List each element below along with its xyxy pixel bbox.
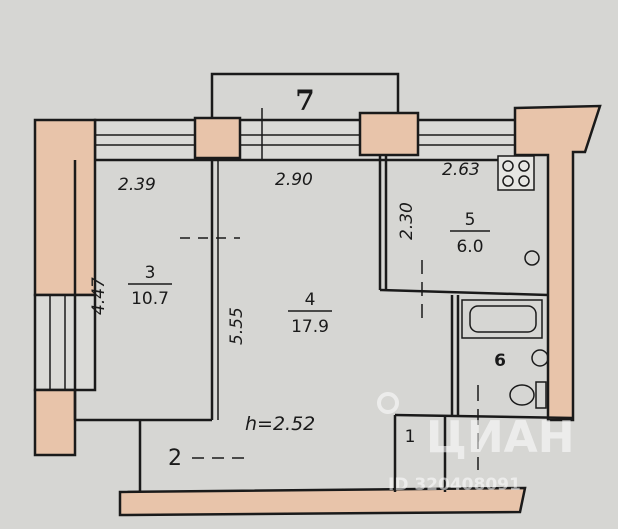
room5-number: 5 bbox=[465, 210, 476, 230]
room5-length: 2.30 bbox=[397, 202, 417, 240]
location-pin-icon bbox=[377, 392, 399, 414]
wall-bottom bbox=[118, 486, 527, 517]
wall-pillar bbox=[358, 111, 420, 157]
room6-number: 6 bbox=[494, 351, 506, 371]
wall-pillar bbox=[33, 118, 97, 297]
bathtub-icon bbox=[461, 299, 543, 339]
room4-area: 17.9 bbox=[291, 317, 329, 337]
room1-number: 1 bbox=[405, 427, 416, 447]
wall-pillar bbox=[193, 116, 242, 160]
ceiling-height: h=2.52 bbox=[245, 413, 315, 435]
watermark-id: ID 320408091 bbox=[388, 475, 521, 495]
room4-width: 2.90 bbox=[275, 170, 313, 190]
room4-number: 4 bbox=[305, 290, 316, 310]
room3-width: 2.39 bbox=[118, 175, 156, 195]
wall-pillar bbox=[33, 388, 77, 457]
watermark-brand: ЦИАН bbox=[426, 412, 575, 463]
stove-icon bbox=[497, 155, 535, 191]
toilet-icon bbox=[509, 381, 547, 409]
top-wall bbox=[93, 118, 522, 162]
wall-right bbox=[513, 104, 602, 422]
room5-width: 2.63 bbox=[442, 160, 480, 180]
washbasin-icon bbox=[531, 349, 549, 367]
watermark: ЦИАН ID 320408091 bbox=[377, 392, 575, 495]
room2-number: 2 bbox=[168, 446, 182, 471]
room3-number: 3 bbox=[145, 263, 156, 283]
room4-length: 5.55 bbox=[227, 307, 247, 345]
room5-area: 6.0 bbox=[456, 237, 483, 257]
sink-icon bbox=[524, 250, 540, 266]
room3-length: 4.47 bbox=[89, 277, 109, 315]
balcony-label: 7 bbox=[295, 84, 314, 117]
room3-area: 10.7 bbox=[131, 289, 169, 309]
